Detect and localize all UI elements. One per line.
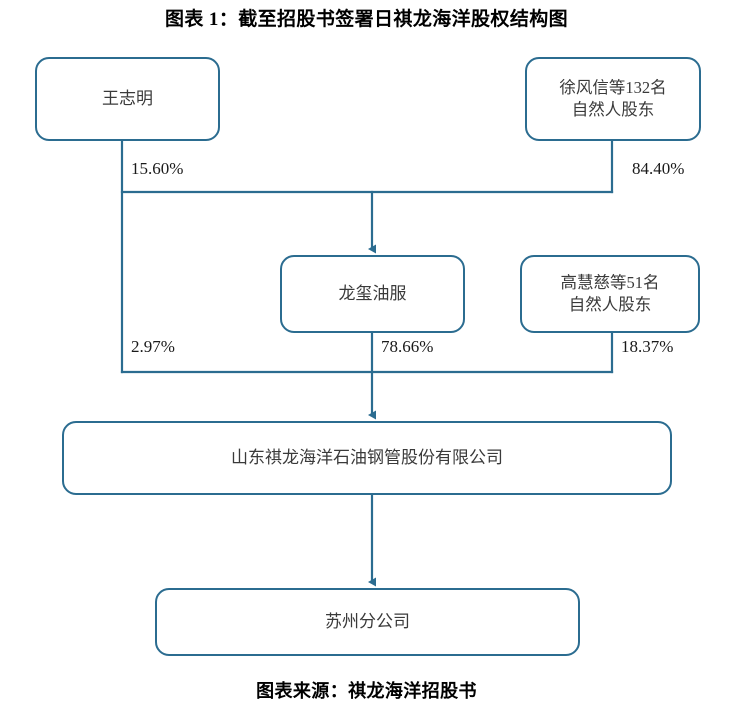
node-xu-fengxin-shareholders[interactable]: 徐风信等132名 自然人股东 <box>525 57 701 141</box>
node-longxi-oil-service-label: 龙玺油服 <box>338 283 407 303</box>
percent-longxi-to-main: 78.66% <box>381 337 434 356</box>
node-longxi-oil-service[interactable]: 龙玺油服 <box>280 255 465 333</box>
percent-wang-to-main: 2.97% <box>131 337 175 356</box>
node-suzhou-branch[interactable]: 苏州分公司 <box>155 588 580 656</box>
chart-source: 图表来源：祺龙海洋招股书 <box>256 681 477 701</box>
chart-title: 图表 1：截至招股书签署日祺龙海洋股权结构图 <box>164 9 569 30</box>
node-xu-fengxin-shareholders-label: 徐风信等132名 自然人股东 <box>559 78 667 119</box>
node-main-company-label: 山东祺龙海洋石油钢管股份有限公司 <box>231 447 503 467</box>
node-suzhou-branch-label: 苏州分公司 <box>325 611 410 631</box>
node-gao-huici-shareholders[interactable]: 高慧慈等51名 自然人股东 <box>520 255 700 333</box>
node-gao-huici-shareholders-label: 高慧慈等51名 自然人股东 <box>560 273 660 314</box>
node-wang-zhiming-label: 王志明 <box>102 88 153 108</box>
percent-xu-to-longxi: 84.40% <box>632 159 685 178</box>
node-wang-zhiming[interactable]: 王志明 <box>35 57 220 141</box>
node-main-company[interactable]: 山东祺龙海洋石油钢管股份有限公司 <box>62 421 672 495</box>
percent-gao-to-main: 18.37% <box>621 337 674 356</box>
percent-wang-to-longxi: 15.60% <box>131 159 184 178</box>
